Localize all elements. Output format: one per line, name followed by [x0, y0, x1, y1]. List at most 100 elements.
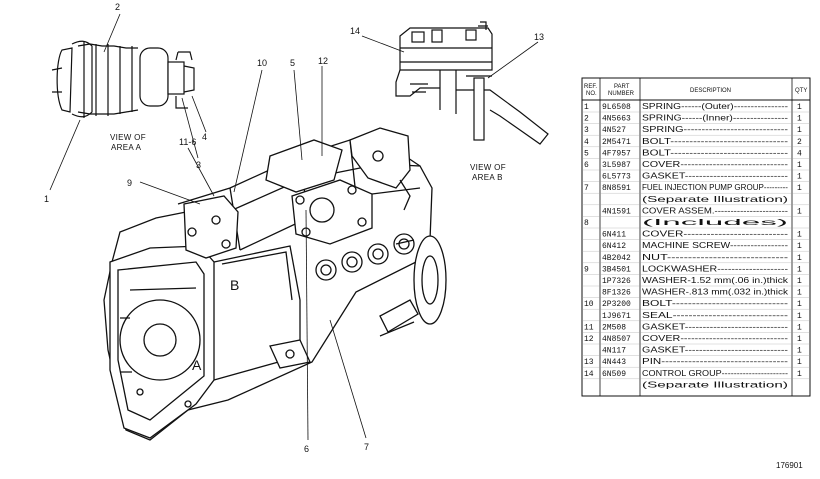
ref-cell: 6 [584, 161, 589, 170]
ref-cell: 4 [584, 138, 589, 147]
area-b-view-label-line2: AREA B [472, 173, 503, 182]
ref-cell: 13 [584, 358, 594, 367]
description-cell: COVER ASSEM.----------------------- [642, 205, 788, 215]
parts-table-row: 12 4N8507 COVER---------------------------… [582, 333, 810, 345]
parts-table-header: REF. NO. PART NUMBER DESCRIPTION QTY [584, 84, 807, 97]
qty-cell: 1 [797, 173, 802, 182]
part-number-cell: 1J9671 [602, 312, 631, 321]
callout-numbers: 1 2 3 4 5 6 7 9 10 11-6 12 13 14 [44, 2, 544, 454]
callout-7: 7 [364, 442, 369, 452]
ref-cell: 2 [584, 115, 589, 124]
part-number-cell: 4N117 [602, 347, 626, 356]
ref-cell: 11 [584, 323, 594, 332]
area-b-inset [395, 21, 549, 145]
callout-1: 1 [44, 194, 49, 204]
description-cell: SPRING------(Inner)---------------- [642, 113, 788, 123]
parts-table-row: 8 (Includes) [582, 217, 810, 229]
qty-cell: 1 [797, 323, 802, 332]
qty-cell: 1 [797, 161, 802, 170]
parts-table-row: 4B2042 NUT-----------------------------1 [582, 252, 810, 263]
part-number-cell: 1P7326 [602, 277, 631, 286]
callout-6: 6 [304, 444, 309, 454]
description-cell: (Separate Illustration) [642, 194, 788, 204]
qty-cell: 1 [797, 358, 802, 367]
description-cell: GASKET----------------------------- [642, 321, 788, 331]
description-cell: LOCKWASHER-------------------- [642, 263, 788, 273]
description-cell: BOLT----------------------------- [642, 298, 788, 308]
callout-14: 14 [350, 26, 360, 36]
parts-table-row: 1J9671 SEAL-----------------------------… [582, 310, 810, 321]
qty-cell: 1 [797, 126, 802, 135]
description-cell: COVER------------------------------ [642, 333, 788, 343]
header-part-line1: PART [614, 84, 630, 90]
outer-spring [71, 40, 139, 118]
description-cell: FUEL INJECTION PUMP GROUP--------- [642, 182, 788, 192]
part-number-cell: 4N443 [602, 358, 626, 367]
qty-cell: 1 [797, 300, 802, 309]
qty-cell: 1 [797, 347, 802, 356]
description-cell: WASHER-.813 mm(.032 in.)thick [642, 287, 789, 297]
part-number-cell: 4N8507 [602, 335, 631, 344]
area-a-view-label-line1: VIEW OF [110, 133, 146, 142]
area-a-inset [51, 40, 195, 118]
header-part-line2: NUMBER [608, 91, 635, 97]
description-cell: GASKET----------------------------- [642, 345, 788, 355]
part-number-cell: 2M508 [602, 323, 626, 332]
parts-table-row: 6N411 COVER---------------------------1 [582, 229, 810, 240]
ref-cell: 8 [584, 219, 589, 228]
part-number-cell: 4N527 [602, 126, 626, 135]
qty-cell: 1 [797, 231, 802, 240]
qty-cell: 2 [797, 138, 802, 147]
header-ref-line2: NO. [586, 91, 597, 97]
part-number-cell: 4N1591 [602, 207, 631, 216]
qty-cell: 1 [797, 370, 802, 379]
qty-cell: 1 [797, 184, 802, 193]
qty-cell: 1 [797, 277, 802, 286]
description-cell: GASKET----------------------------- [642, 171, 788, 181]
qty-cell: 1 [797, 103, 802, 112]
qty-cell: 1 [797, 242, 802, 251]
description-cell: (Separate Illustration) [642, 379, 788, 389]
part-number-cell: 6N412 [602, 242, 626, 251]
part-number-cell: 2P3200 [602, 300, 631, 309]
callout-11-6: 11-6 [179, 137, 196, 147]
area-b-view-label-line1: VIEW OF [470, 163, 506, 172]
callout-12: 12 [318, 56, 328, 66]
figure-number: 176901 [776, 461, 803, 470]
callout-2: 2 [115, 2, 120, 12]
pump-housing [103, 127, 447, 441]
ref-cell: 10 [584, 300, 594, 309]
part-number-cell: 8N8591 [602, 184, 631, 193]
part-number-cell: 6N411 [602, 231, 626, 240]
description-cell: SPRING----------------------------- [642, 124, 788, 134]
part-number-cell: 4B2042 [602, 254, 631, 263]
description-cell: WASHER-1.52 mm(.06 in.)thick [642, 275, 789, 285]
qty-cell: 1 [797, 265, 802, 274]
header-qty: QTY [795, 88, 807, 94]
parts-table-row: 11 2M508 GASKET---------------------------… [582, 321, 810, 333]
header-description: DESCRIPTION [690, 88, 731, 94]
callout-9: 9 [127, 178, 132, 188]
part-number-cell: 6N509 [602, 370, 626, 379]
callout-10: 10 [257, 58, 267, 68]
part-number-cell: 4N5663 [602, 115, 631, 124]
qty-cell: 4 [797, 149, 802, 158]
ref-cell: 7 [584, 184, 589, 193]
parts-table-row: 6N412 MACHINE SCREW-----------------1 [582, 240, 810, 252]
ref-cell: 5 [584, 149, 589, 158]
description-cell: NUT----------------------------- [642, 252, 788, 262]
parts-table-row: 4N1591 COVER ASSEM.----------------------… [582, 205, 810, 217]
ref-cell: 12 [584, 335, 594, 344]
qty-cell: 1 [797, 312, 802, 321]
parts-table-row: 4N117 GASKET-----------------------------… [582, 345, 810, 356]
parts-table-row: (Separate Illustration) [642, 379, 788, 389]
description-cell: BOLT------------------------------- [642, 147, 788, 157]
